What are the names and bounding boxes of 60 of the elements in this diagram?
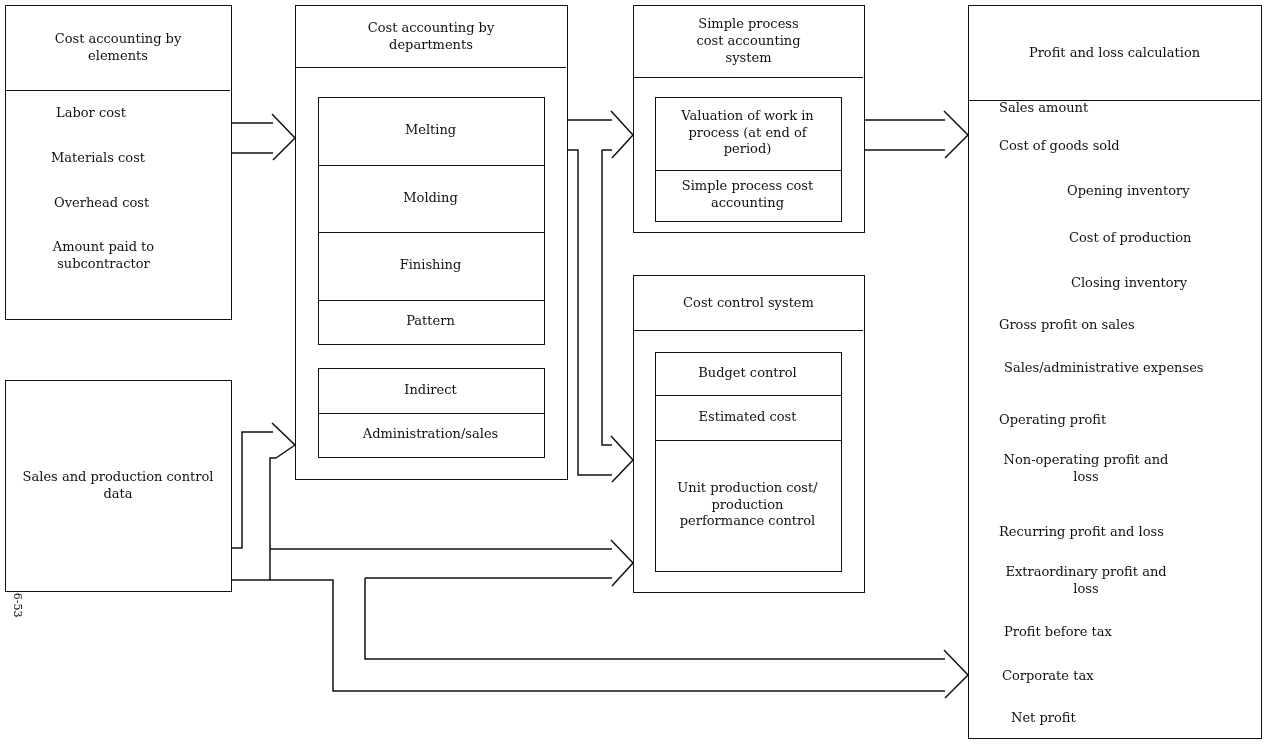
list-item: Gross profit on sales bbox=[999, 317, 1136, 334]
cell-text: Valuation of work in process (at end of period) bbox=[680, 106, 815, 159]
cell-text: Budget control bbox=[697, 363, 798, 382]
process-box bbox=[5, 380, 232, 592]
item-cell bbox=[654, 169, 842, 222]
block-arrow bbox=[231, 422, 297, 581]
box-heading: Cost accounting by elements bbox=[6, 6, 230, 91]
cell-text: Sales and production control data bbox=[21, 467, 215, 503]
list-item: Operating profit bbox=[999, 412, 1108, 429]
cell-text: Pattern bbox=[405, 312, 456, 331]
item-cell bbox=[654, 439, 842, 572]
list-item: Sales amount bbox=[999, 100, 1090, 117]
list-item: Closing inventory bbox=[1071, 275, 1189, 292]
process-box bbox=[633, 275, 865, 593]
process-box bbox=[968, 5, 1262, 739]
list-item: Recurring profit and loss bbox=[999, 524, 1165, 541]
list-item: Overhead cost bbox=[54, 195, 151, 212]
item-cell bbox=[317, 412, 545, 458]
box-heading: Cost accounting by departments bbox=[296, 6, 566, 68]
block-arrow bbox=[567, 149, 635, 483]
cell-text: Simple process cost accounting bbox=[680, 177, 815, 212]
cell-text: Molding bbox=[402, 188, 459, 207]
item-cell bbox=[317, 164, 545, 233]
box-heading: Simple process cost accounting system bbox=[634, 6, 863, 78]
box-heading: Profit and loss calculation bbox=[969, 6, 1260, 101]
list-item: Amount paid to subcontractor bbox=[51, 239, 156, 273]
list-item: Labor cost bbox=[56, 105, 127, 122]
list-item: Net profit bbox=[1011, 710, 1077, 727]
item-cell bbox=[654, 351, 842, 396]
list-item: Materials cost bbox=[51, 150, 147, 167]
process-box bbox=[5, 5, 232, 320]
list-item: Non-operating profit and loss bbox=[1002, 452, 1170, 486]
cell-text: Melting bbox=[403, 121, 458, 140]
cell-text: Unit production cost/ production performance control bbox=[676, 478, 819, 531]
cell-text: Indirect bbox=[403, 380, 458, 399]
item-cell bbox=[317, 299, 545, 345]
block-arrow bbox=[231, 577, 970, 699]
cell-text: Administration/sales bbox=[361, 425, 500, 444]
list-item: Extraordinary profit and loss bbox=[1004, 564, 1168, 598]
page-number: 6-53 bbox=[9, 592, 24, 618]
list-item: Sales/administrative expenses bbox=[1004, 360, 1205, 377]
block-arrow bbox=[567, 110, 634, 159]
list-item: Cost of goods sold bbox=[999, 138, 1121, 155]
item-cell bbox=[317, 367, 545, 414]
item-cell bbox=[654, 394, 842, 441]
cell-text: Estimated cost bbox=[697, 407, 798, 426]
list-item: Corporate tax bbox=[1002, 668, 1095, 685]
item-cell bbox=[317, 231, 545, 301]
item-cell bbox=[654, 96, 842, 171]
list-item: Cost of production bbox=[1069, 230, 1193, 247]
block-arrow bbox=[269, 539, 635, 587]
block-arrow bbox=[864, 110, 970, 159]
process-box bbox=[633, 5, 865, 233]
box-heading: Cost control system bbox=[634, 276, 863, 331]
item-cell bbox=[317, 96, 545, 166]
cell-text: Finishing bbox=[398, 256, 463, 275]
list-item: Opening inventory bbox=[1067, 183, 1191, 200]
list-item: Profit before tax bbox=[1004, 624, 1113, 641]
process-box bbox=[295, 5, 568, 480]
block-arrow bbox=[231, 113, 297, 161]
